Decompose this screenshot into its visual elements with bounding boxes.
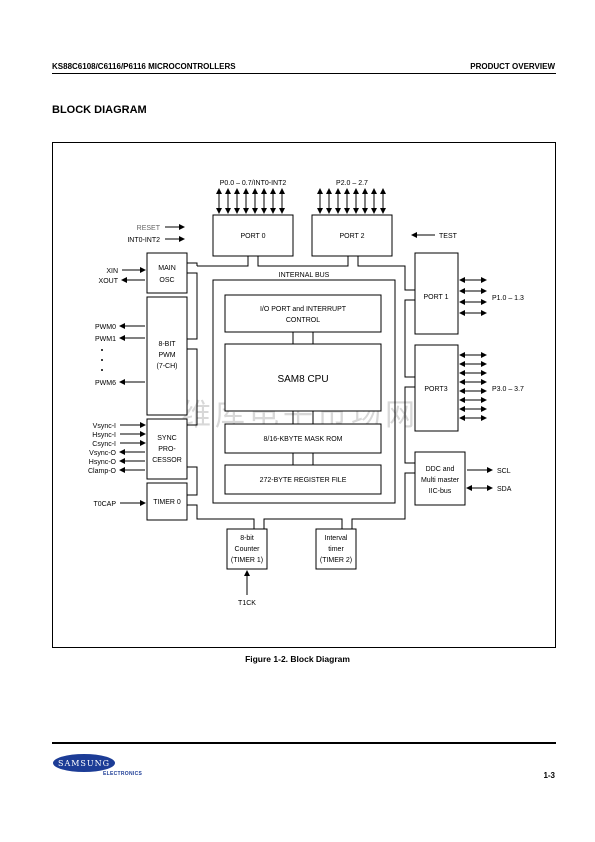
io-port-label-2: CONTROL bbox=[286, 317, 320, 324]
port3-pins bbox=[459, 352, 487, 421]
svg-text:SAMSUNG: SAMSUNG bbox=[58, 759, 110, 768]
ddc-label-1: DDC and bbox=[426, 466, 455, 473]
main-osc-label-1: MAIN bbox=[158, 265, 176, 272]
signal-arrows bbox=[119, 224, 493, 595]
figure-caption: Figure 1-2. Block Diagram bbox=[245, 654, 350, 664]
samsung-logo: SAMSUNG bbox=[52, 753, 116, 773]
ddc-label-3: IIC-bus bbox=[429, 488, 452, 495]
counter-label-3: (TIMER 1) bbox=[231, 557, 263, 564]
port2-block bbox=[311, 214, 393, 257]
header-right: PRODUCT OVERVIEW bbox=[470, 62, 555, 71]
interval-label-1: Interval bbox=[325, 535, 348, 542]
port2-label: PORT 2 bbox=[339, 233, 364, 240]
rom-block bbox=[224, 423, 382, 454]
clamp-o-label: Clamp-O bbox=[88, 468, 117, 475]
page-number: 1-3 bbox=[543, 771, 555, 780]
port0-block bbox=[212, 214, 294, 257]
pwm0-label: PWM0 bbox=[95, 324, 116, 331]
header-rule bbox=[52, 73, 556, 74]
port0-pins bbox=[216, 188, 285, 214]
port3-block bbox=[414, 344, 459, 432]
regfile-label: 272-BYTE REGISTER FILE bbox=[260, 477, 347, 484]
interval-label-2: timer bbox=[328, 546, 344, 553]
port1-block bbox=[414, 252, 459, 335]
vsync-o-label: Vsync-O bbox=[89, 450, 116, 457]
regfile-block bbox=[224, 464, 382, 495]
counter-label-1: 8-bit bbox=[240, 535, 254, 542]
sync-processor-block bbox=[146, 418, 188, 480]
counter-label-2: Counter bbox=[235, 546, 261, 553]
pwm-label-3: (7-CH) bbox=[157, 363, 178, 370]
footer-rule bbox=[52, 742, 556, 744]
port0-pins-label: P0.0 – 0.7/INT0-INT2 bbox=[220, 180, 287, 187]
port0-label: PORT 0 bbox=[240, 233, 265, 240]
pwm-label-2: PWM bbox=[158, 352, 175, 359]
io-port-block bbox=[224, 294, 382, 333]
internal-bus-label: INTERNAL BUS bbox=[279, 272, 330, 279]
cpu-label: SAM8 CPU bbox=[277, 374, 328, 385]
main-osc-block bbox=[146, 252, 188, 294]
csync-i-label: Csync-I bbox=[92, 441, 116, 448]
port2-pins-label: P2.0 – 2.7 bbox=[336, 180, 368, 187]
t1ck-label: T1CK bbox=[238, 600, 256, 607]
sync-label-3: CESSOR bbox=[152, 457, 182, 464]
hsync-i-label: Hsync-I bbox=[92, 432, 116, 439]
xin-label: XIN bbox=[106, 268, 118, 275]
pwm6-label: PWM6 bbox=[95, 380, 116, 387]
port1-pins-label: P1.0 – 1.3 bbox=[492, 295, 524, 302]
timer0-label: TIMER 0 bbox=[153, 499, 181, 506]
xout-label: XOUT bbox=[99, 278, 119, 285]
interval-label-3: (TIMER 2) bbox=[320, 557, 352, 564]
hsync-o-label: Hsync-O bbox=[89, 459, 117, 466]
port3-pins-label: P3.0 – 3.7 bbox=[492, 386, 524, 393]
header-left: KS88C6108/C6116/P6116 MICROCONTROLLERS bbox=[52, 62, 236, 71]
int-label: INT0-INT2 bbox=[127, 237, 160, 244]
scl-label: SCL bbox=[497, 468, 511, 475]
ddc-block bbox=[414, 451, 466, 506]
test-label: TEST bbox=[439, 233, 458, 240]
pwm-label-1: 8-BIT bbox=[158, 341, 176, 348]
diagram-frame bbox=[52, 142, 556, 648]
rom-label: 8/16-KBYTE MASK ROM bbox=[264, 436, 343, 443]
ddc-label-2: Multi master bbox=[421, 477, 460, 484]
counter-timer1-block bbox=[226, 528, 268, 570]
port3-label: PORT3 bbox=[424, 386, 447, 393]
sync-label-2: PRO- bbox=[158, 446, 176, 453]
main-osc-label-2: OSC bbox=[159, 277, 174, 284]
interval-timer2-block bbox=[315, 528, 357, 570]
sync-label-1: SYNC bbox=[157, 435, 176, 442]
port1-label: PORT 1 bbox=[423, 294, 448, 301]
reset-label: RESET bbox=[137, 225, 161, 232]
sda-label: SDA bbox=[497, 486, 512, 493]
timer0-block bbox=[146, 482, 188, 521]
pwm-ellipsis bbox=[101, 349, 103, 371]
pwm1-label: PWM1 bbox=[95, 336, 116, 343]
io-port-label-1: I/O PORT and INTERRUPT bbox=[260, 306, 347, 313]
vsync-i-label: Vsync-I bbox=[93, 423, 116, 430]
port2-pins bbox=[317, 188, 386, 214]
cpu-block bbox=[224, 343, 382, 412]
electronics-label: ELECTRONICS bbox=[103, 771, 143, 777]
section-title: BLOCK DIAGRAM bbox=[52, 104, 147, 116]
port1-pins bbox=[459, 277, 487, 316]
pwm-block bbox=[146, 296, 188, 416]
t0cap-label: T0CAP bbox=[93, 501, 116, 508]
